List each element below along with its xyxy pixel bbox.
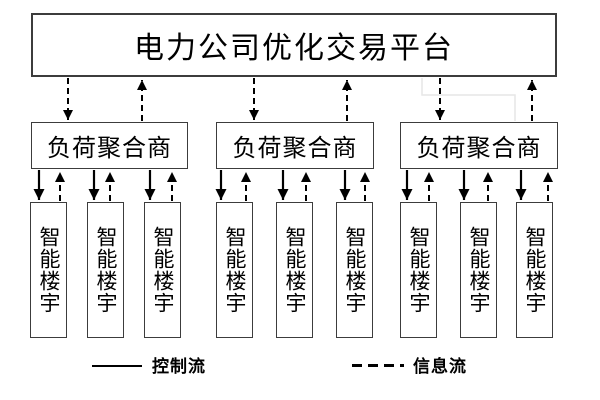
building-box-6: 智能楼宇 <box>336 202 373 338</box>
building-box-2: 智能楼宇 <box>87 202 124 338</box>
building-label: 智能楼宇 <box>283 226 307 314</box>
building-box-5: 智能楼宇 <box>276 202 313 338</box>
building-label: 智能楼宇 <box>343 226 367 314</box>
building-box-7: 智能楼宇 <box>400 202 437 338</box>
building-label: 智能楼宇 <box>407 226 431 314</box>
building-box-9: 智能楼宇 <box>516 202 553 338</box>
building-label: 智能楼宇 <box>151 226 175 314</box>
building-label: 智能楼宇 <box>223 226 247 314</box>
building-box-3: 智能楼宇 <box>144 202 181 338</box>
aggregator-box-2: 负荷聚合商 <box>216 122 374 169</box>
building-label: 智能楼宇 <box>523 226 547 314</box>
faint-elbow-connector <box>421 78 516 121</box>
control-flow-legend-label: 控制流 <box>152 357 206 377</box>
building-label: 智能楼宇 <box>94 226 118 314</box>
aggregator-label: 负荷聚合商 <box>47 134 172 162</box>
platform-box: 电力公司优化交易平台 <box>31 13 557 77</box>
aggregator-box-3: 负荷聚合商 <box>400 122 558 169</box>
legend: 控制流 信息流 <box>0 356 600 378</box>
building-box-4: 智能楼宇 <box>216 202 253 338</box>
platform-label: 电力公司优化交易平台 <box>134 31 454 66</box>
building-box-1: 智能楼宇 <box>30 202 67 338</box>
aggregator-box-1: 负荷聚合商 <box>31 122 188 169</box>
info-flow-line-sample <box>352 364 404 367</box>
control-flow-line-sample <box>92 365 142 368</box>
building-label: 智能楼宇 <box>467 226 491 314</box>
info-flow-legend-label: 信息流 <box>413 357 467 377</box>
building-box-8: 智能楼宇 <box>460 202 497 338</box>
aggregator-label: 负荷聚合商 <box>232 134 358 162</box>
building-label: 智能楼宇 <box>37 226 61 314</box>
aggregator-label: 负荷聚合商 <box>416 134 542 162</box>
